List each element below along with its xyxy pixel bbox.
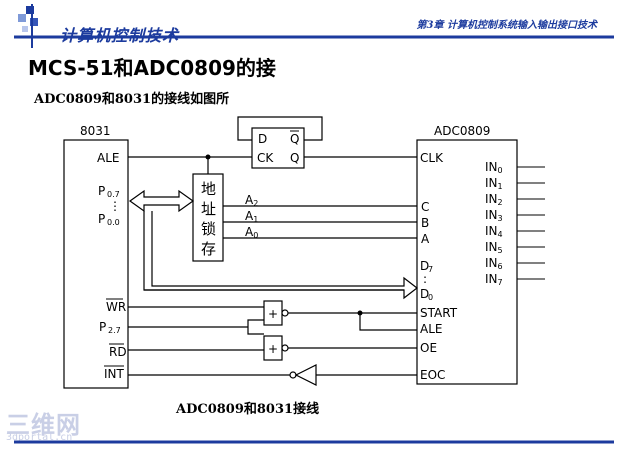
ff-q-label: Q [290,151,299,165]
adc-in-6: IN6 [485,256,503,271]
ff-ck-label: CK [257,151,274,165]
adc-pin-b: B [421,216,429,230]
diagram-caption: ADC0809和8031接线 [176,402,320,417]
adc-pin-clk: CLK [420,151,444,165]
adc-in-7: IN7 [485,272,503,287]
adc-in-1: IN1 [485,176,503,191]
adc-pin-colon: : [423,272,427,286]
adc-in-0: IN0 [485,160,503,175]
ff-qbar-label: Q [290,132,299,146]
page-subtitle: ADC0809和8031的接线如图所 [34,92,230,107]
mcu-pin-p07: P [98,184,105,198]
mcu-pin-ale: ALE [97,151,119,165]
ff-feedback-wire [237,116,323,141]
mcu-pin-p27: P [99,320,106,334]
bus-arrow-data [143,211,418,300]
gate1-bubble [281,309,289,317]
gate2-symbol: + [268,342,278,356]
mcu-pin-p07-sub: 0.7 [107,190,120,199]
mcu-pin-dots: ⋮ [109,199,121,213]
adc-in-3: IN3 [485,208,503,223]
header-decoration [14,4,614,444]
adc-in-4: IN4 [485,224,503,239]
inverter-triangle [294,364,317,386]
mcu-pin-int: INT [104,367,125,381]
adc-name: ADC0809 [434,124,490,138]
header-square-mid [30,18,38,26]
latch-char-1: 地 [201,180,216,198]
mcu-name: 8031 [80,124,111,138]
mcu-pin-p27-sub: 2.7 [108,326,121,335]
p27-to-gate1 [247,319,264,327]
watermark-logo: 三维网 [6,411,81,439]
ale-adc-wire [359,313,417,331]
adc-pin-oe: OE [420,341,437,355]
header-square-light [18,14,26,22]
adc-pin-eoc: EOC [420,368,445,382]
d-flipflop-box [251,127,305,169]
a1-label: A1 [245,209,258,224]
mcu-8031-box [63,139,129,389]
p27-to-gate2 [247,327,264,335]
adc-pin-d0-sub: 0 [428,293,433,302]
latch-char-4: 存 [201,240,216,258]
adc-in-2: IN2 [485,192,503,207]
adc-pin-ale: ALE [420,322,442,336]
adc0809-box [416,139,518,385]
adc-pin-d7-sub: 7 [428,265,433,274]
adc-input-pins: IN0 IN1 IN2 IN3 IN4 IN5 IN6 IN7 [485,160,545,287]
adc-pin-d7: D [420,259,429,273]
chapter-title: 第3章 计算机控制系统输入输出接口技术 [416,20,597,31]
adc-pin-c: C [421,200,429,214]
mcu-pin-p00-sub: 0.0 [107,218,120,227]
latch-char-2: 址 [201,200,216,218]
bus-arrow-latch [128,189,195,213]
gate2-bubble [281,344,289,352]
mcu-pin-rd: RD [109,345,127,359]
mcu-pin-wr: WR [106,300,126,314]
latch-char-3: 锁 [201,220,216,238]
ff-d-label: D [258,132,267,146]
page-title: MCS-51和ADC0809的接 [28,56,276,80]
a2-label: A2 [245,193,258,208]
header-square-pale [22,26,28,32]
adc-pin-a: A [421,232,430,246]
watermark-url: 3dportal.cn [6,432,73,443]
adc-pin-start: START [420,306,458,320]
header-square-dark [26,6,34,14]
gate1-symbol: + [268,307,278,321]
a0-label: A0 [245,225,258,240]
adc-in-5: IN5 [485,240,503,255]
mcu-pin-p00: P [98,212,105,226]
adc-pin-d0: D [420,287,429,301]
